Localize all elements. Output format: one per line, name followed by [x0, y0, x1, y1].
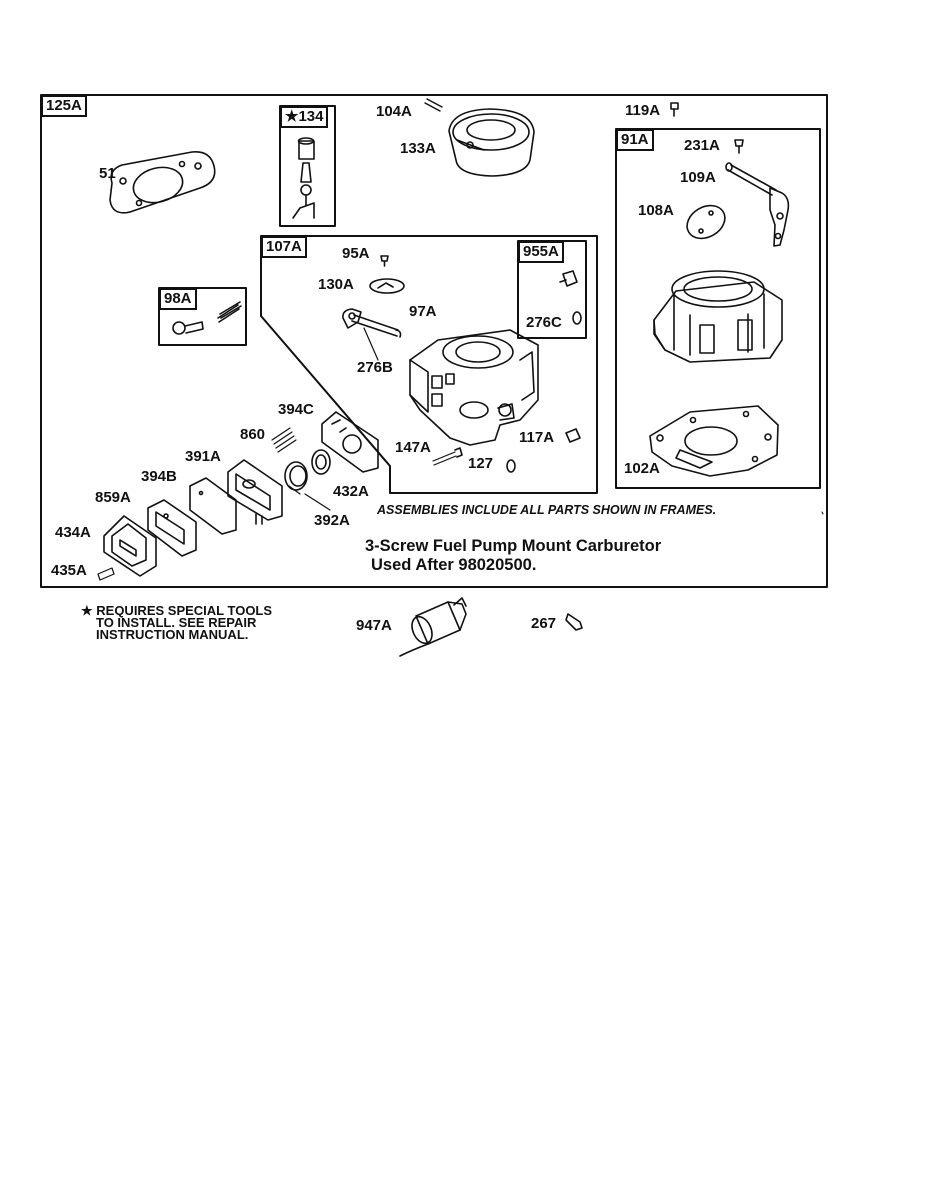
frame-125A-border: [40, 94, 828, 588]
frame-91A-border: [615, 128, 821, 489]
part-label-231A: 231A: [684, 137, 720, 154]
gasket-102A-drawing: [649, 405, 779, 477]
part-label-97A: 97A: [409, 303, 437, 320]
frame-label-107A: 107A: [261, 236, 307, 258]
gasket-51-drawing: [109, 150, 216, 214]
carburetor-body-107A-drawing: [409, 329, 539, 446]
part-label-102A: 102A: [624, 460, 660, 477]
screw-955A-drawing: [559, 270, 578, 287]
part-label-95A: 95A: [342, 245, 370, 262]
part-label-147A: 147A: [395, 439, 431, 456]
plug-117A-drawing: [565, 428, 581, 443]
screw-119A-drawing: [670, 102, 679, 117]
part-label-391A: 391A: [185, 448, 221, 465]
gasket-394B-drawing: [189, 477, 237, 535]
diagram-title-line1: 3-Screw Fuel Pump Mount Carburetor: [365, 537, 662, 555]
part-label-104A: 104A: [376, 103, 412, 120]
part-label-860: 860: [240, 426, 266, 443]
part-label-117A: 117A: [519, 429, 555, 446]
part-label-435A: 435A: [51, 562, 87, 579]
assemblies-note: ASSEMBLIES INCLUDE ALL PARTS SHOWN IN FR…: [377, 503, 717, 517]
screw-147A-drawing: [432, 447, 463, 466]
part-label-947A: 947A: [356, 617, 392, 634]
screw-231A-drawing: [734, 139, 744, 154]
oring-276C-drawing: [572, 311, 582, 325]
seal-432A-drawing: [311, 449, 331, 475]
frame-label-91A: 91A: [616, 129, 654, 151]
frame-label-955A: 955A: [518, 241, 564, 263]
part-label-108A: 108A: [638, 202, 674, 219]
part-label-119A: 119A: [625, 102, 661, 119]
shaft-109A-drawing: [725, 162, 790, 247]
part-label-392A: 392A: [314, 512, 350, 529]
cover-434A-drawing: [103, 515, 157, 577]
part-label-133A: 133A: [400, 140, 436, 157]
screw-435A-drawing: [97, 567, 115, 581]
part-label-276B: 276B: [357, 359, 393, 376]
part-label-859A: 859A: [95, 489, 131, 506]
frame-label-125A: 125A: [41, 95, 87, 117]
part-label-432A: 432A: [333, 483, 369, 500]
throttle-body-91A-drawing: [653, 270, 783, 363]
part-label-276C: 276C: [526, 314, 562, 331]
frame-label-98A: 98A: [159, 288, 197, 310]
pump-body-391A-drawing: [227, 459, 283, 525]
spring-392A-drawing: [284, 461, 331, 511]
part-label-109A: 109A: [680, 169, 716, 186]
frame-107A-border: [260, 235, 598, 494]
part-label-434A: 434A: [55, 524, 91, 541]
stray-mark: [821, 511, 824, 515]
part-label-394B: 394B: [141, 468, 177, 485]
shaft-97A-drawing: [342, 308, 402, 338]
spring-276B-leader: [363, 327, 379, 361]
part-label-267: 267: [531, 615, 557, 632]
screw-267-drawing: [565, 613, 583, 631]
float-133A-drawing: [448, 108, 535, 177]
footnote-line3: INSTRUCTION MANUAL.: [96, 627, 249, 642]
solenoid-947A-drawing: [399, 597, 467, 657]
screw-95A-drawing: [380, 255, 389, 267]
plate-130A-drawing: [369, 278, 405, 294]
screw-spring-98A-drawing: [172, 301, 242, 335]
ring-127-drawing: [506, 459, 516, 473]
part-label-394C: 394C: [278, 401, 314, 418]
part-label-51: 51: [99, 165, 116, 182]
part-label-127: 127: [468, 455, 494, 472]
needle-seat-134-drawing: [292, 137, 315, 219]
diaphragm-859A-drawing: [147, 499, 197, 557]
frame-label-134: ★134: [280, 106, 329, 128]
footnote-line2: TO INSTALL. SEE REPAIR: [96, 615, 257, 630]
gasket-394C-drawing: [321, 411, 379, 473]
diagram-title-line2: Used After 98020500.: [371, 556, 537, 574]
pin-104A-drawing: [424, 98, 443, 112]
throttle-plate-108A-drawing: [686, 204, 726, 240]
footnote-line1: ★ REQUIRES SPECIAL TOOLS: [81, 603, 273, 618]
spring-860-drawing: [271, 427, 297, 453]
frame-98A-border: [158, 287, 247, 346]
part-label-130A: 130A: [318, 276, 354, 293]
